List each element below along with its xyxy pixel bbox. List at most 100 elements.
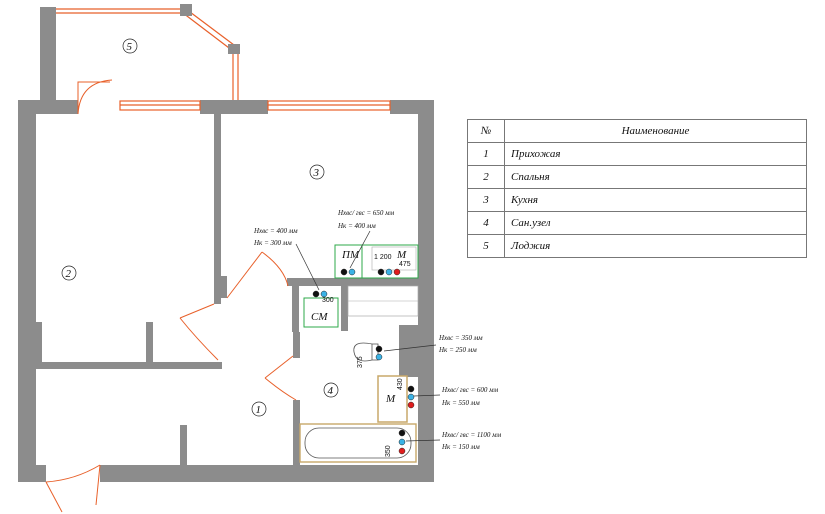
wall-kitchen-bottom-a	[287, 278, 420, 286]
legend-header-name: Наименование	[504, 119, 807, 143]
fixture-m-bath: М	[385, 393, 396, 405]
cold-sm	[320, 290, 328, 298]
note-kitchen-h2: Hк = 400 мм	[337, 222, 376, 230]
bathroom-sink	[377, 375, 408, 423]
hot-sink	[407, 401, 415, 409]
legend-header-num: №	[467, 119, 505, 143]
legend-row: 3 Кухня	[467, 188, 807, 212]
note-wc-h1: Hхвс = 350 мм	[438, 334, 483, 342]
wall-bath-left-bot	[293, 400, 300, 465]
note-sm-h1: Hхвс = 400 мм	[253, 227, 298, 235]
wall-toilet-right	[399, 325, 418, 377]
door-kitchen	[226, 251, 263, 299]
wall-bedroom-bottom-left	[36, 362, 222, 369]
dim-350: 350	[385, 445, 392, 457]
loggia-corner-2	[228, 44, 240, 54]
wall-right-outer	[418, 100, 434, 482]
hot-bath	[398, 447, 406, 455]
cold-kitchen-2	[385, 268, 393, 276]
legend-row-num: 1	[467, 142, 505, 166]
room-3-number: 3	[313, 167, 320, 179]
bath-tub	[299, 423, 417, 463]
legend-row: 1 Прихожая	[467, 142, 807, 166]
main-windows	[119, 100, 391, 111]
room-1-number: 1	[256, 404, 262, 416]
wall-bottom-left	[18, 465, 46, 482]
legend-header-row: № Наименование	[467, 119, 807, 143]
note-wc-h2: Hк = 250 мм	[438, 346, 477, 354]
room-4-number: 4	[328, 385, 334, 397]
note-bath-h1: Hхвс/ гвс = 1100 мм	[441, 431, 502, 439]
door-bedroom	[179, 303, 215, 319]
dim-430: 430	[397, 378, 404, 390]
dim-1200: 1 200	[374, 254, 392, 261]
room-5-circle	[122, 38, 138, 54]
note-sink-h1: Hхвс/ гвс = 600 мм	[441, 386, 499, 394]
door-bathroom	[264, 355, 294, 379]
wall-bedroom-stub	[146, 322, 153, 367]
hot-kitchen	[393, 268, 401, 276]
doors	[45, 79, 297, 513]
legend-table: № Наименование 1 Прихожая 2 Спальня 3 Ку…	[467, 119, 807, 258]
drain-bath	[398, 429, 406, 437]
room-5-number: 5	[127, 41, 133, 53]
wall-bath-left-top	[293, 332, 300, 358]
legend-row: 5 Лоджия	[467, 234, 807, 258]
legend-row-name: Спальня	[504, 165, 807, 189]
room-2-circle	[61, 265, 77, 281]
room-1-circle	[251, 401, 267, 417]
wall-bottom	[100, 465, 434, 482]
dim-300: 300	[322, 297, 334, 304]
room-2-number: 2	[66, 268, 72, 280]
pipe-markers	[312, 268, 415, 455]
loggia-left-wall	[40, 7, 56, 100]
drain-kitchen	[340, 268, 348, 276]
kitchen-counter	[334, 244, 419, 279]
room-4-circle	[323, 382, 339, 398]
drain-sm	[312, 290, 320, 298]
note-sink-h2: Hк = 550 мм	[441, 399, 480, 407]
wall-sm-right	[341, 286, 348, 331]
walls	[18, 7, 434, 482]
fixture-sm: СМ	[311, 311, 328, 323]
legend-row-name: Лоджия	[504, 234, 807, 258]
wall-inner-left	[221, 276, 227, 298]
note-sm-h2: Hк = 300 мм	[253, 239, 292, 247]
note-bath-h2: Hк = 150 мм	[441, 443, 480, 451]
door-entrance	[45, 481, 63, 513]
wall-hall-stub	[180, 425, 187, 465]
wall-top-left	[18, 100, 78, 114]
wall-top-mid	[200, 100, 268, 114]
legend-row-num: 4	[467, 211, 505, 235]
dim-475: 475	[399, 261, 411, 268]
note-kitchen-h1: Hхвс/ гвс = 650 мм	[337, 209, 395, 217]
fixture-m-kitchen: М	[396, 249, 407, 261]
legend-row: 4 Сан.узел	[467, 211, 807, 235]
door-loggia	[77, 81, 110, 114]
wall-left-outer	[18, 100, 36, 465]
washing-machine	[303, 297, 339, 328]
legend-row: 2 Спальня	[467, 165, 807, 189]
legend-row-num: 2	[467, 165, 505, 189]
cold-wc	[375, 353, 383, 361]
legend-row-name: Прихожая	[504, 142, 807, 166]
loggia-windows	[56, 8, 239, 100]
wall-sm-left	[292, 286, 299, 332]
legend-row-num: 5	[467, 234, 505, 258]
cold-kitchen-1	[348, 268, 356, 276]
wall-bedroom-kitchen	[214, 114, 221, 304]
loggia-corner-1	[180, 4, 192, 16]
loggia-window-diagonal	[185, 8, 239, 49]
leader-lines	[295, 230, 441, 442]
drain-wc	[375, 345, 383, 353]
cold-bath	[398, 438, 406, 446]
cold-sink	[407, 393, 415, 401]
drain-kitchen-2	[377, 268, 385, 276]
wall-left-stub	[36, 322, 42, 367]
legend-row-num: 3	[467, 188, 505, 212]
legend-row-name: Кухня	[504, 188, 807, 212]
room-numbers	[61, 38, 339, 417]
dim-375: 375	[357, 356, 364, 368]
legend-row-name: Сан.узел	[504, 211, 807, 235]
